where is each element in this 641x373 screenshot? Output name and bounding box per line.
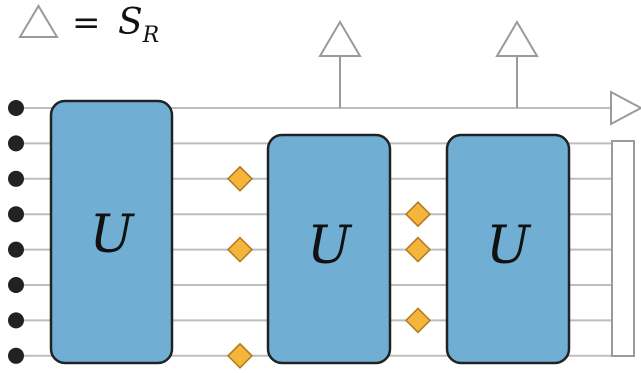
input-node-5 bbox=[8, 241, 24, 258]
legend: = SR bbox=[18, 2, 159, 48]
measurement-diamond bbox=[226, 165, 254, 192]
measurement-diamond bbox=[404, 201, 432, 228]
output-register-box bbox=[611, 140, 635, 357]
gate-u-2: U bbox=[266, 133, 392, 365]
legend-label-sub: R bbox=[142, 23, 160, 48]
legend-label: SR bbox=[118, 2, 159, 48]
output-arrow-group bbox=[318, 20, 641, 357]
input-node-group bbox=[8, 100, 24, 364]
measurement-group bbox=[226, 165, 432, 369]
legend-label-main: S bbox=[118, 2, 143, 43]
measurement-diamond bbox=[226, 236, 254, 263]
input-node-4 bbox=[8, 206, 24, 223]
right-arrow-icon bbox=[610, 90, 641, 126]
measurement-diamond bbox=[404, 307, 432, 334]
output-triangle-icon-1 bbox=[318, 20, 362, 57]
legend-equals: = bbox=[72, 3, 101, 43]
input-node-6 bbox=[8, 277, 24, 293]
input-node-3 bbox=[8, 170, 24, 187]
gate-u-3: U bbox=[445, 133, 571, 365]
gate-u-3-label: U bbox=[486, 216, 532, 276]
gate-group: U U U bbox=[49, 99, 571, 365]
input-node-8 bbox=[8, 347, 24, 364]
measurement-diamond bbox=[404, 236, 432, 263]
input-node-1 bbox=[8, 100, 24, 116]
gate-u-2-label: U bbox=[307, 216, 353, 276]
gate-u-1-label: U bbox=[90, 205, 136, 265]
input-node-2 bbox=[8, 135, 24, 152]
measurement-diamond bbox=[226, 342, 254, 369]
gate-u-1: U bbox=[49, 99, 174, 365]
input-node-7 bbox=[8, 312, 24, 329]
legend-triangle-icon bbox=[18, 4, 59, 38]
output-triangle-icon-2 bbox=[495, 20, 539, 57]
